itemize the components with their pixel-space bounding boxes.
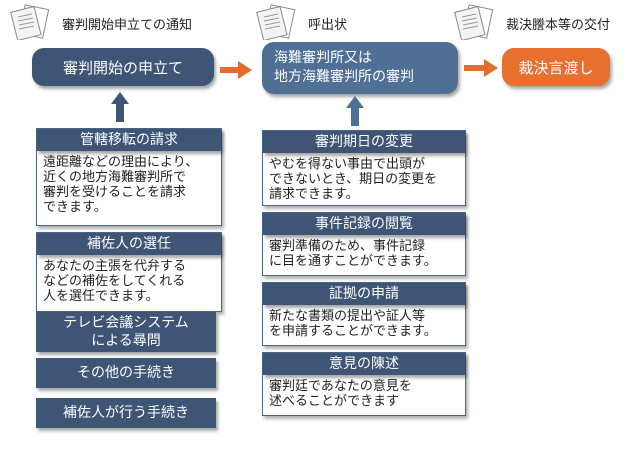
petition-stage: 審判開始の申立て [32, 48, 214, 86]
up-arrow-icon [111, 92, 129, 122]
evidence-request-text: 新たな書類の提出や証人等 を申請することができます。 [269, 309, 437, 339]
tribunal-stage: 海難審判所又は 地方海難審判所の審判 [262, 42, 458, 94]
documents-icon [10, 4, 50, 40]
assistant-procedures-button[interactable]: 補佐人が行う手続き [36, 398, 216, 428]
up-arrow-icon [346, 96, 364, 126]
jurisdiction-transfer-item: 管轄移転の請求 遠距離などの理由により、 近くの地方海難審判所で 審判を受けるこ… [36, 128, 222, 226]
summons-document-label: 呼出状 [308, 18, 348, 33]
verdict-stage: 裁決言渡し [502, 48, 610, 86]
opinion-statement-title: 意見の陳述 [263, 353, 465, 375]
other-procedures-button[interactable]: その他の手続き [36, 358, 216, 388]
delivery-document-label: 裁決謄本等の交付 [506, 18, 611, 33]
video-conference-button[interactable]: テレビ会議システム による尋問 [36, 312, 216, 352]
hearing-date-change-item: 審判期日の変更 やむを得ない事由で出頭が できないとき、期日の変更を 請求できま… [262, 130, 466, 206]
evidence-request-title: 証拠の申請 [263, 283, 465, 305]
case-record-inspection-text: 審判準備のため、事件記録 に目を通すことができます。 [269, 239, 437, 269]
case-record-inspection-item: 事件記録の閲覧 審判準備のため、事件記録 に目を通すことができます。 [262, 212, 466, 276]
opinion-statement-text: 審判廷であなたの意見を 述べることができます [269, 379, 412, 409]
assistant-selection-text: あなたの主張を代弁する などの補佐をしてくれる 人を選任できます。 [43, 259, 187, 304]
jurisdiction-transfer-text: 遠距離などの理由により、 近くの地方海難審判所で 審判を受けることを請求 できま… [43, 155, 199, 215]
documents-icon [256, 4, 296, 40]
opinion-statement-item: 意見の陳述 審判廷であなたの意見を 述べることができます [262, 352, 466, 416]
right-arrow-icon [464, 59, 498, 77]
notice-document-label: 審判開始申立ての通知 [62, 18, 193, 33]
assistant-selection-title: 補佐人の選任 [37, 233, 221, 255]
documents-icon [454, 4, 494, 40]
assistant-selection-item: 補佐人の選任 あなたの主張を代弁する などの補佐をしてくれる 人を選任できます。 [36, 232, 222, 312]
jurisdiction-transfer-title: 管轄移転の請求 [37, 129, 221, 151]
hearing-date-change-title: 審判期日の変更 [263, 131, 465, 153]
evidence-request-item: 証拠の申請 新たな書類の提出や証人等 を申請することができます。 [262, 282, 466, 346]
right-arrow-icon [220, 61, 252, 79]
hearing-date-change-text: やむを得ない事由で出頭が できないとき、期日の変更を 請求できます。 [269, 157, 438, 202]
case-record-inspection-title: 事件記録の閲覧 [263, 213, 465, 235]
